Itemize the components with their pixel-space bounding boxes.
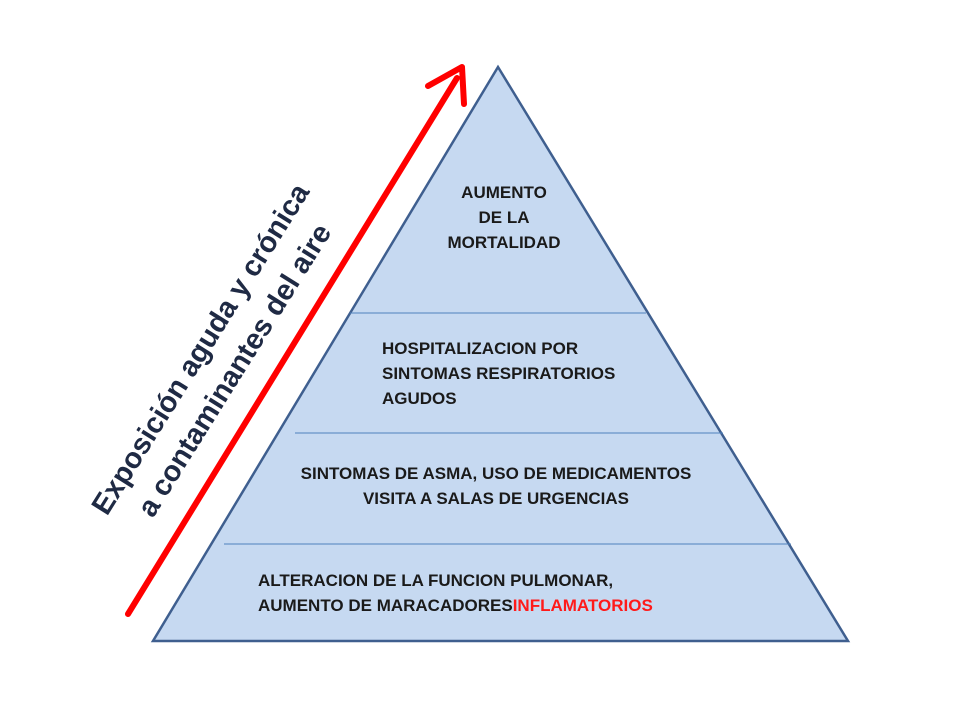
exposure-arrow-head	[425, 64, 467, 107]
level-base-highlight: INFLAMATORIOS	[512, 596, 653, 615]
level-second-line-2: SINTOMAS RESPIRATORIOS	[382, 364, 616, 383]
level-base-line-1: ALTERACION DE LA FUNCION PULMONAR,	[258, 571, 614, 590]
level-top-line-1: AUMENTO	[461, 183, 547, 202]
level-second-line-3: AGUDOS	[382, 389, 457, 408]
level-base-line-2: AUMENTO DE MARACADORESINFLAMATORIOS	[258, 593, 653, 618]
level-third-line-1: SINTOMAS DE ASMA, USO DE MEDICAMENTOS	[300, 464, 692, 483]
level-second-line-1: HOSPITALIZACION POR	[382, 339, 579, 358]
level-top-line-2: DE LA	[478, 208, 530, 227]
exposure-arrow-shaft	[125, 75, 460, 617]
level-base: ALTERACION DE LA FUNCION PULMONAR, AUMEN…	[258, 568, 653, 618]
level-base-line-2-prefix: AUMENTO DE MARACADORES	[258, 596, 513, 615]
level-third-line-2: VISITA A SALAS DE URGENCIAS	[362, 489, 630, 508]
level-top-line-3: MORTALIDAD	[447, 233, 561, 252]
level-top: AUMENTO DE LA MORTALIDAD	[420, 180, 588, 255]
pyramid	[150, 64, 851, 643]
level-second: HOSPITALIZACION POR SINTOMAS RESPIRATORI…	[382, 336, 615, 411]
level-third: SINTOMAS DE ASMA, USO DE MEDICAMENTOS VI…	[250, 461, 742, 511]
